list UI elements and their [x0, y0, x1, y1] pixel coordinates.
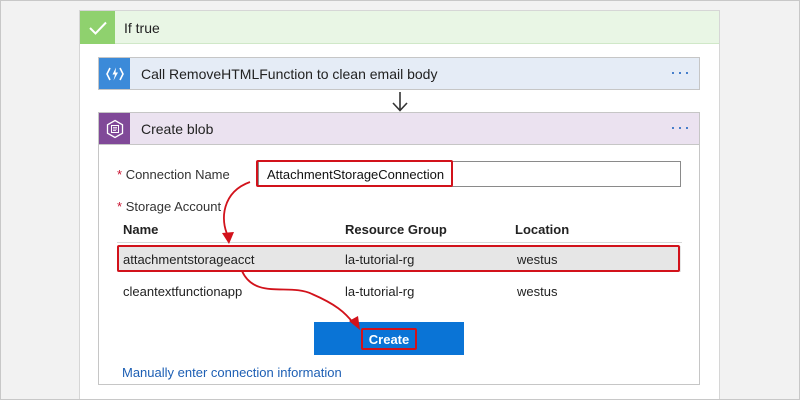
table-row[interactable]: cleantextfunctionapp la-tutorial-rg west…	[117, 278, 681, 304]
more-options-button[interactable]: ···	[670, 117, 691, 137]
column-header-resource-group: Resource Group	[345, 222, 447, 237]
column-header-location: Location	[515, 222, 570, 237]
more-options-button[interactable]: ···	[670, 62, 691, 82]
down-arrow-icon	[392, 92, 408, 112]
manual-connection-link[interactable]: Manually enter connection information	[122, 365, 342, 380]
check-icon	[80, 11, 115, 44]
function-lightning-icon	[99, 58, 130, 89]
connection-name-highlight	[256, 160, 453, 187]
connection-name-label-text: Connection Name	[125, 167, 230, 182]
remove-html-function-action[interactable]: Call RemoveHTMLFunction to clean email b…	[98, 57, 700, 90]
location: westus	[517, 284, 558, 299]
connection-name-input[interactable]: AttachmentStorageConnection	[258, 161, 681, 187]
connection-name-value: AttachmentStorageConnection	[267, 167, 445, 182]
storage-account-label-text: Storage Account	[125, 199, 222, 214]
callout-arrow-head	[349, 316, 360, 330]
action-title: Create blob	[141, 121, 214, 137]
if-true-header[interactable]: If true	[80, 11, 719, 44]
callout-arrow-head	[222, 232, 234, 244]
required-mark: *	[117, 199, 123, 214]
storage-account-name: cleantextfunctionapp	[123, 284, 243, 299]
connection-name-label: * Connection Name	[117, 167, 230, 182]
storage-account-name: attachmentstorageacct	[123, 252, 255, 267]
if-true-label: If true	[124, 20, 160, 36]
resource-group: la-tutorial-rg	[345, 284, 415, 299]
create-blob-action[interactable]: Create blob ···	[98, 112, 700, 145]
selected-row-highlight	[117, 245, 680, 272]
header-divider	[117, 242, 682, 243]
column-header-name: Name	[123, 222, 159, 237]
table-row[interactable]: attachmentstorageacct la-tutorial-rg wes…	[117, 246, 681, 272]
create-button-label[interactable]: Create	[361, 328, 417, 350]
location: westus	[517, 252, 558, 267]
callout-arrow-connection-to-row	[223, 181, 251, 237]
callout-arrow-row-to-create	[241, 270, 355, 325]
blob-storage-icon	[99, 113, 130, 144]
required-mark: *	[117, 167, 123, 182]
action-title: Call RemoveHTMLFunction to clean email b…	[141, 66, 438, 82]
resource-group: la-tutorial-rg	[345, 252, 415, 267]
storage-account-label: * Storage Account	[117, 199, 221, 214]
